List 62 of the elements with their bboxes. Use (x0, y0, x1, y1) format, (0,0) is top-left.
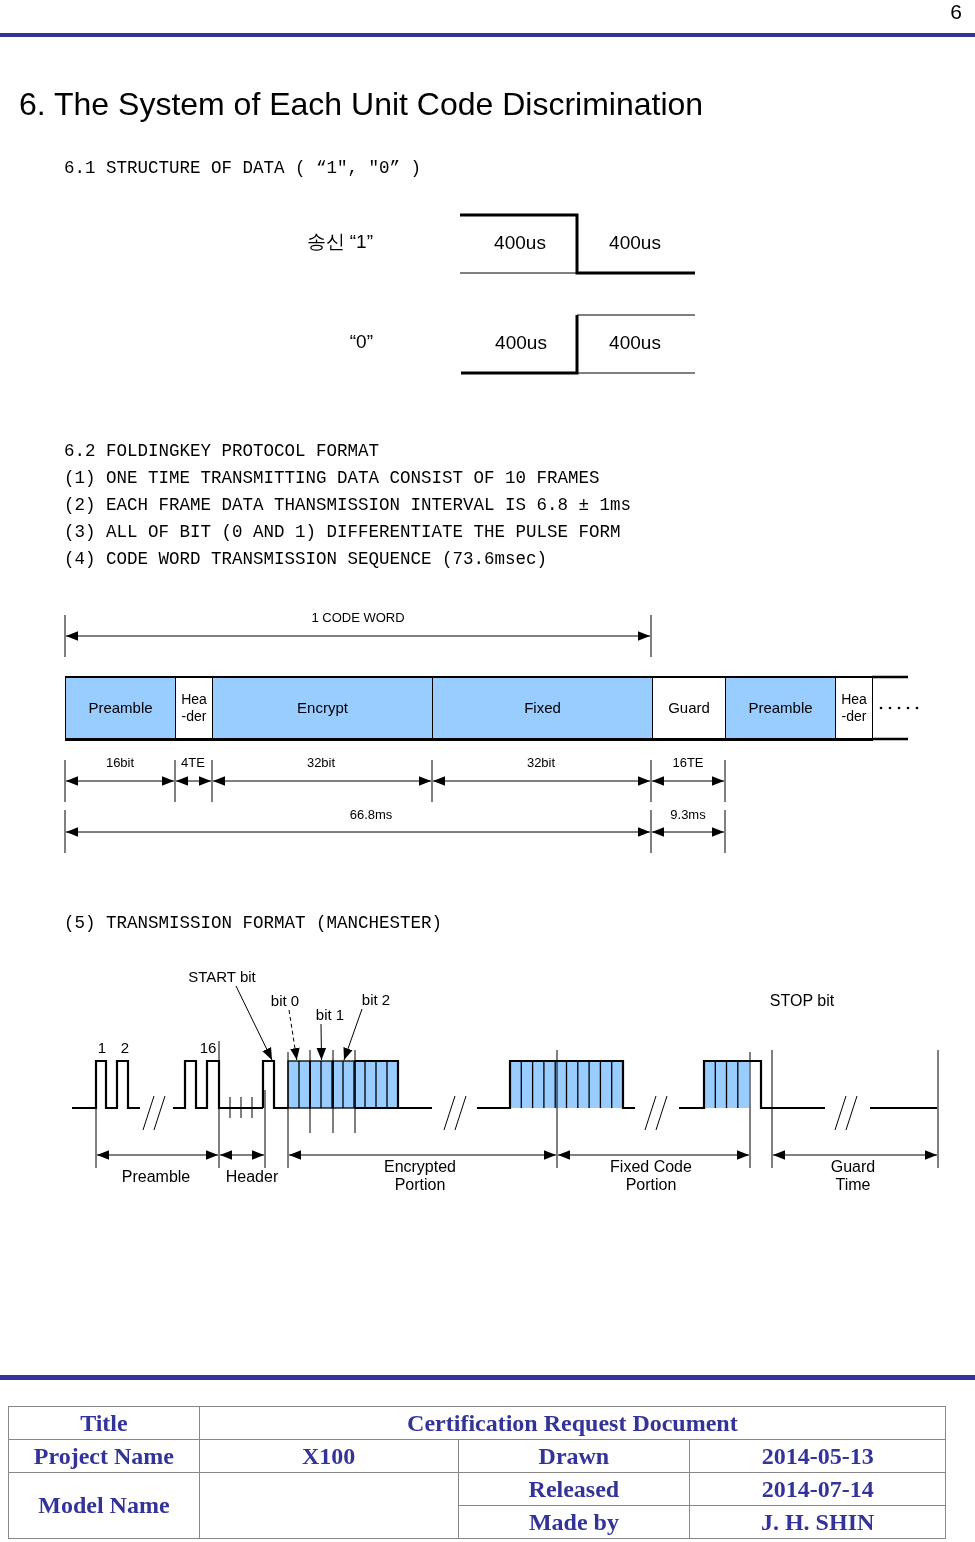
dimension-label: Header (225, 1168, 279, 1187)
dimension-label: 16bit (105, 756, 135, 771)
dimension-label: 1 CODE WORD (311, 611, 405, 626)
bit-label: STOP bit (769, 992, 835, 1011)
dimension-label: Encrypted Portion (382, 1158, 457, 1195)
table-cell: Certification Request Document (199, 1406, 946, 1440)
dimension-label: 16TE (672, 756, 704, 771)
table-cell: Project Name (8, 1439, 200, 1473)
frame-field-box: Preamble (65, 676, 176, 741)
table-cell: Drawn (458, 1439, 690, 1473)
bit-label: bit 2 (361, 991, 391, 1008)
note-text: (1) ONE TIME TRANSMITTING DATA CONSIST OF 10 FRAMES (64, 468, 600, 489)
start-bit-pulse (261, 1059, 288, 1110)
frame-field-box: Guard (652, 676, 726, 741)
bit-cell (309, 1060, 334, 1109)
pulse-number: 2 (120, 1039, 130, 1057)
table-cell: J. H. SHIN (689, 1505, 946, 1539)
table-cell: Released (458, 1472, 690, 1506)
leader-line (235, 985, 273, 1061)
bit-label: bit 1 (315, 1006, 345, 1023)
frame-field-box: Hea -der (835, 676, 873, 741)
dimension-label: 9.3ms (670, 808, 706, 823)
frame-field-box: Hea -der (175, 676, 213, 741)
table-cell: Title (8, 1406, 200, 1440)
page-number: 6 (950, 0, 962, 25)
frame-field-box: Encrypt (212, 676, 433, 741)
bit-cell (287, 1060, 311, 1109)
note-text: (2) EACH FRAME DATA THANSMISSION INTERVAL IS 6.8 ± 1ms (64, 495, 632, 516)
section-heading: 6.2 FOLDINGKEY PROTOCOL FORMAT (64, 441, 380, 462)
bit-cell (332, 1060, 356, 1109)
pulse-number: 1 (97, 1039, 107, 1057)
note-text: (3) ALL OF BIT (0 AND 1) DIFFERENTIATE THE PULSE FORM (64, 522, 621, 543)
section-heading: (5) TRANSMISSION FORMAT (MANCHESTER) (64, 913, 443, 934)
table-cell: Made by (458, 1505, 690, 1539)
frame-field-box: Preamble (725, 676, 836, 741)
dimension-label: 32bit (306, 756, 336, 771)
signal-label: “0” (349, 331, 373, 353)
leader-line (343, 1008, 363, 1061)
note-text: (4) CODE WORD TRANSMISSION SEQUENCE (73.6msec) (64, 549, 548, 570)
bit-label: bit 0 (270, 992, 300, 1009)
page-title: 6. The System of Each Unit Code Discrimination (19, 86, 704, 123)
duration-label: 400us (494, 232, 546, 254)
dimension-label: Preamble (121, 1168, 191, 1187)
table-cell: 2014-07-14 (689, 1472, 946, 1506)
signal-label: 송신 “1” (306, 231, 373, 253)
leader-line (288, 1009, 300, 1061)
duration-label: 400us (609, 332, 661, 354)
table-cell: 2014-05-13 (689, 1439, 946, 1473)
table-cell: Model Name (8, 1472, 200, 1539)
dimension-label: 66.8ms (349, 808, 393, 823)
leader-line (316, 1023, 327, 1061)
bit-label: START bit (188, 968, 256, 985)
dimension-label: Fixed Code Portion (609, 1158, 693, 1195)
dimension-label: 4TE (181, 756, 205, 771)
dimension-label: Guard Time (829, 1158, 877, 1195)
frame-field-box: Fixed (432, 676, 653, 741)
dimension-label: 32bit (526, 756, 556, 771)
section-heading: 6.1 STRUCTURE OF DATA ( “1", "0” ) (64, 158, 422, 179)
duration-label: 400us (495, 332, 547, 354)
table-cell: X100 (199, 1439, 458, 1473)
pulse-number: 16 (199, 1039, 217, 1057)
duration-label: 400us (609, 232, 661, 254)
